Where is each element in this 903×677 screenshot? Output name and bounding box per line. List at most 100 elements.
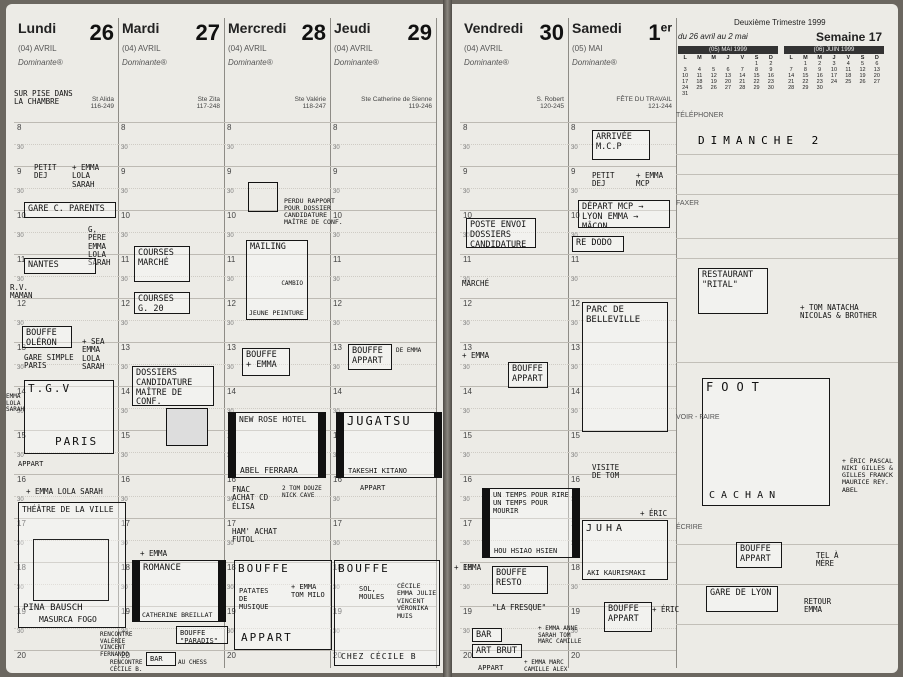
rule-line [676, 238, 898, 239]
hour-label: 16 [227, 475, 236, 484]
mini-cal-day[interactable]: 29 [753, 85, 760, 91]
hour-line [568, 320, 676, 321]
hour-line [568, 650, 676, 651]
mini-cal-day[interactable] [870, 85, 884, 91]
mini-cal-day[interactable]: 11 [845, 67, 852, 73]
binding-gutter [443, 0, 452, 677]
hour-label: 30 [121, 365, 128, 371]
mini-cal-day[interactable]: 4 [697, 67, 701, 73]
hour-label: 20 [333, 651, 342, 660]
hour-line [330, 650, 436, 651]
mini-cal-day[interactable]: 19 [859, 73, 866, 79]
mini-cal-day[interactable]: 1 [755, 61, 759, 67]
mini-cal-day[interactable]: 16 [816, 73, 823, 79]
mini-cal-day[interactable]: 8 [755, 67, 759, 73]
hour-line [118, 144, 224, 145]
mini-cal-day[interactable]: 17 [682, 79, 689, 85]
mini-cal-day[interactable]: 19 [710, 79, 717, 85]
hour-line [330, 144, 436, 145]
mini-cal-day[interactable]: 9 [818, 67, 822, 73]
hour-label: 16 [571, 475, 580, 484]
note-fri-emma: + EMMA [462, 351, 490, 360]
mini-cal-day[interactable]: 31 [682, 91, 689, 97]
mini-cal-day[interactable] [735, 91, 749, 97]
mini-cal-day[interactable]: 13 [724, 73, 732, 79]
mini-cal-day[interactable]: 26 [710, 85, 717, 91]
mini-cal-day[interactable]: 22 [802, 79, 809, 85]
mini-cal-day[interactable] [855, 85, 869, 91]
mini-cal-day[interactable]: 29 [802, 85, 809, 91]
mini-cal-day[interactable]: 18 [696, 79, 703, 85]
mini-cal-day[interactable] [841, 85, 855, 91]
mini-cal-day[interactable]: 20 [724, 79, 732, 85]
mini-cal-day[interactable]: 24 [682, 85, 689, 91]
mini-cal-day[interactable]: 24 [830, 79, 838, 85]
entry-wed-newrose: NEW ROSE HOTEL ABEL FERRARA [228, 412, 326, 478]
mini-cal-day[interactable]: 2 [769, 61, 773, 67]
mini-cal-day[interactable]: 27 [724, 85, 732, 91]
hour-line [14, 452, 118, 453]
mini-cal-day[interactable]: 3 [832, 61, 836, 67]
hour-line [224, 276, 330, 277]
entry-mon-tgv: T.G.V PARIS [24, 380, 114, 454]
mini-cal-day[interactable]: 21 [788, 79, 795, 85]
hour-line [118, 320, 224, 321]
mini-cal-day[interactable]: 27 [873, 79, 880, 85]
mini-cal-day[interactable]: 14 [788, 73, 795, 79]
mini-cal-day[interactable] [721, 91, 735, 97]
mini-cal-day[interactable]: 6 [726, 67, 730, 73]
mini-cal-day[interactable]: 7 [789, 67, 793, 73]
mini-cal-day[interactable]: 30 [816, 85, 823, 91]
mini-cal-day[interactable]: 4 [846, 61, 850, 67]
mini-cal-day[interactable]: 21 [739, 79, 746, 85]
mini-cal-day[interactable]: 10 [830, 67, 838, 73]
mini-cal-day[interactable]: 5 [712, 67, 716, 73]
mini-cal-day[interactable]: 3 [683, 67, 687, 73]
entry-sun-foot: FOOT CACHAN [702, 378, 830, 506]
mini-cal-day[interactable]: 25 [696, 85, 703, 91]
mini-cal-day[interactable]: 12 [710, 73, 717, 79]
hour-line [14, 254, 118, 255]
mini-cal-day[interactable]: 23 [767, 79, 774, 85]
mini-cal-day[interactable]: 28 [788, 85, 795, 91]
hour-line [460, 320, 568, 321]
mini-cal-day[interactable]: 14 [739, 73, 746, 79]
note-fri-marche: MARCHÉ [462, 279, 490, 288]
mini-cal-day[interactable]: 13 [873, 67, 880, 73]
mini-cal-day[interactable] [749, 91, 763, 97]
mini-cal-day[interactable] [707, 91, 721, 97]
mini-cal-day[interactable]: 11 [696, 73, 703, 79]
mini-cal-day[interactable]: 16 [767, 73, 774, 79]
saint-name: St Alida [91, 96, 114, 103]
hour-label: 30 [571, 629, 578, 635]
hour-label: 30 [571, 277, 578, 283]
mini-cal-day[interactable] [764, 91, 778, 97]
saint-number: 116-249 [90, 103, 114, 110]
mini-cal-day[interactable]: 15 [753, 73, 760, 79]
mini-cal-day[interactable]: 9 [769, 67, 773, 73]
mini-cal-day[interactable]: 12 [859, 67, 866, 73]
mini-cal-day[interactable]: 6 [875, 61, 879, 67]
mini-cal-day[interactable]: 7 [740, 67, 744, 73]
mini-cal-day[interactable] [692, 91, 706, 97]
mini-cal-day[interactable]: 28 [739, 85, 746, 91]
mini-cal-day[interactable]: 15 [802, 73, 809, 79]
mini-cal-day[interactable]: 26 [859, 79, 866, 85]
mini-cal-day[interactable]: 17 [830, 73, 838, 79]
mini-cal-day[interactable]: 22 [753, 79, 760, 85]
mini-cal-day[interactable]: 1 [803, 61, 807, 67]
hour-label: 30 [333, 365, 340, 371]
mini-cal-day[interactable]: 20 [873, 73, 880, 79]
mini-cal-day[interactable] [827, 85, 841, 91]
mini-cal-day[interactable]: 18 [845, 73, 852, 79]
mini-cal-day[interactable]: 8 [803, 67, 807, 73]
mini-cal-day[interactable]: 25 [845, 79, 852, 85]
mini-cal-day[interactable]: 10 [682, 73, 689, 79]
mini-cal-day[interactable]: 2 [818, 61, 822, 67]
mini-cal-day[interactable]: 30 [767, 85, 774, 91]
mini-cal-day[interactable]: 23 [816, 79, 823, 85]
mini-cal-day[interactable]: 5 [861, 61, 865, 67]
